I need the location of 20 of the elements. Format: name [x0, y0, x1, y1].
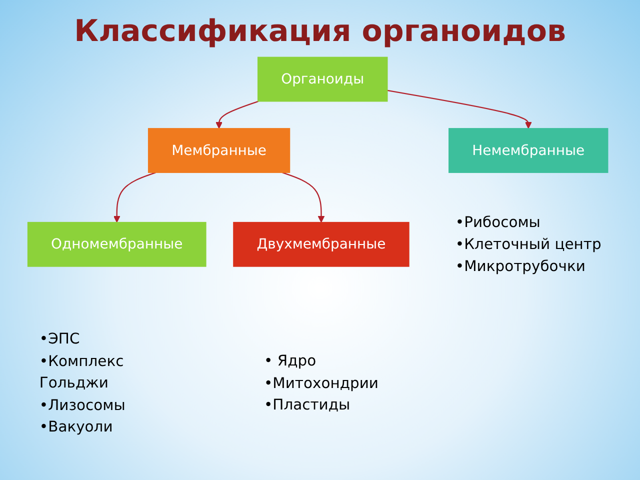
node-box: Мембранные: [148, 128, 290, 173]
arrow: [282, 172, 324, 223]
title: Классификация органоидов: [73, 13, 567, 51]
arrow: [113, 172, 156, 223]
node-label: •Микротрубочки: [455, 258, 586, 275]
node-label: •Митохондрии: [264, 374, 378, 392]
node-label: •Клеточный центр: [455, 236, 601, 253]
node-label: •Вакуоли: [39, 418, 112, 436]
node-label: •Рибосомы: [455, 214, 540, 231]
node-box: Органоиды: [257, 56, 388, 102]
node-label: •Пластиды: [264, 396, 350, 414]
arrow: [386, 90, 532, 129]
node-label: •Лизосомы: [39, 396, 125, 414]
node-label: • Ядро: [264, 352, 316, 370]
node-label: •ЭПС: [39, 330, 80, 348]
node-box: Одномембранные: [27, 222, 206, 267]
arrow: [215, 100, 258, 129]
node-box: Двухмембранные: [232, 222, 409, 267]
node-box: Немембранные: [448, 128, 608, 173]
node-label: •Комплекс Гольджи: [39, 352, 124, 392]
